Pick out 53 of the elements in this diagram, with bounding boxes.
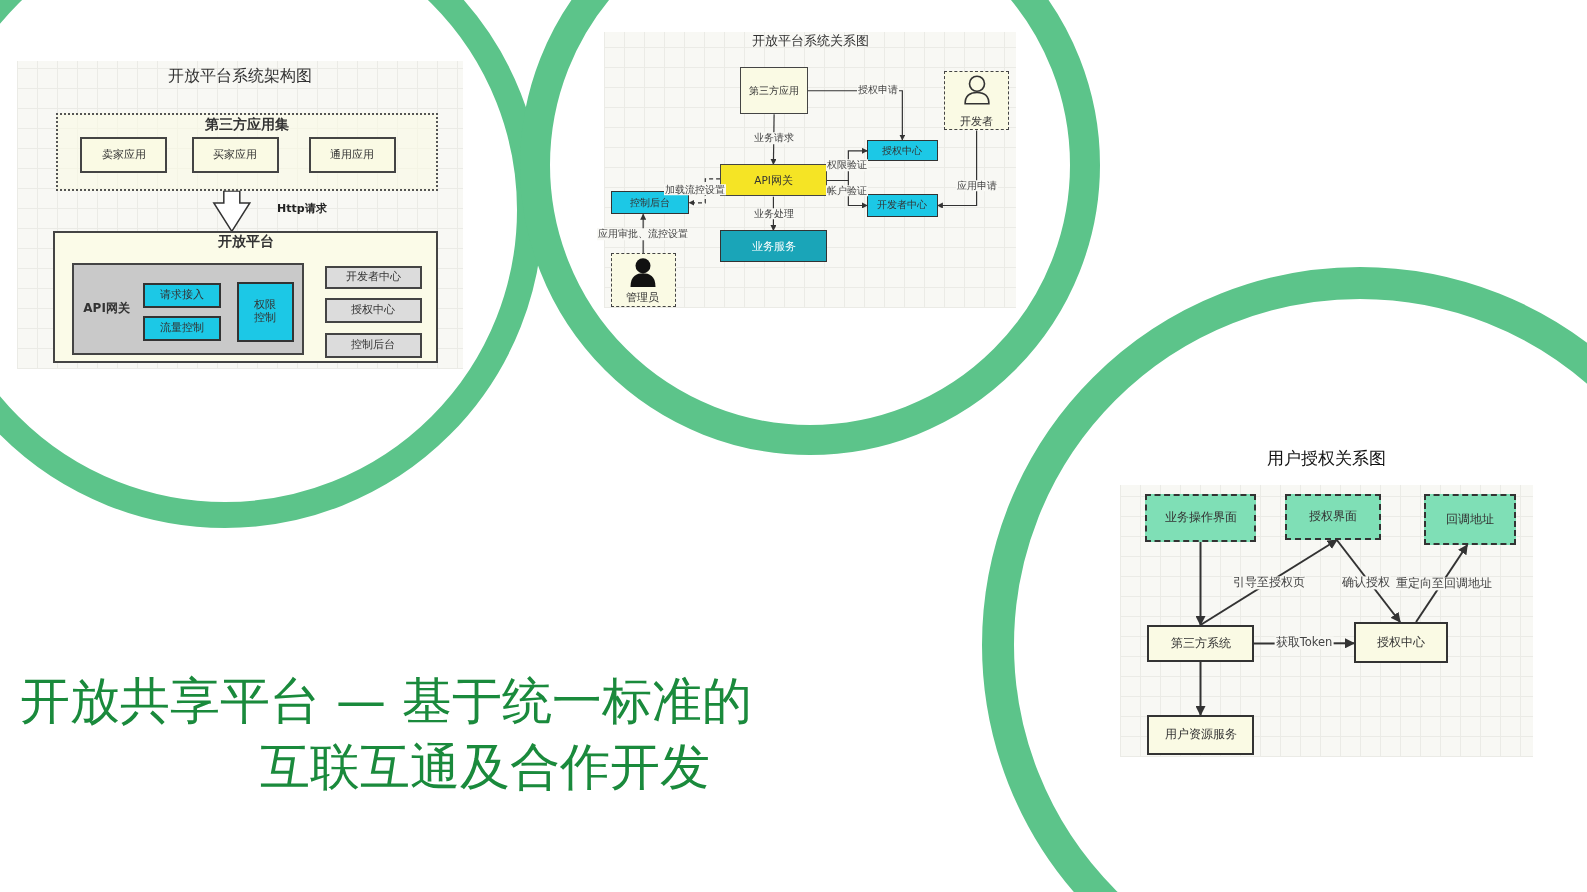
system-box: 第三方系统 [1147,625,1254,662]
edge-label: 重定向至回调地址 [1395,577,1493,591]
system-box: 授权中心 [1354,622,1448,663]
edge-label: 加载流控设置 [663,183,726,196]
group-heading: 第三方应用集 [204,115,291,133]
panel-heading: 开放平台系统关系图 [750,33,870,49]
role-label: 管理员 [625,292,661,305]
dashed-arrow [688,177,721,206]
edge-label: 获取Token [1274,636,1334,650]
edge-label: 帐户验证 [826,185,869,197]
system-box: 用户资源服务 [1147,715,1254,755]
service-box: 业务服务 [720,230,827,263]
module-box: 流量控制 [143,315,222,341]
arrow [1415,544,1469,623]
service-box: 授权中心 [324,298,423,323]
edge-label: 授权申请 [857,83,900,96]
arrow [937,129,978,209]
service-box: 授权中心 [867,139,938,162]
service-box: 开发者中心 [867,193,938,217]
block-arrow [212,190,252,233]
slide-title: 开放共享平台 — 基于统一标准的互联互通及合作开发 [20,671,753,798]
edge-label: 应用申请 [955,179,998,192]
service-box: 开发者中心 [324,265,423,290]
arrow [1195,661,1206,716]
gateway-box [72,263,304,356]
dashed-box: 业务操作界面 [1145,494,1256,542]
edge-label: 确认授权 [1341,576,1391,590]
gateway-label: API网关 [83,302,130,316]
dotted-group-box [56,112,439,191]
app-box: 通用应用 [308,137,397,174]
edge-label: 业务请求 [753,132,796,144]
role-label: 开发者 [958,115,994,129]
panel-heading: 开放平台系统架构图 [167,66,313,86]
edge-label: 应用审批、流控设置 [597,228,690,240]
edge-label: 业务处理 [753,208,796,220]
dashed-box: 回调地址 [1424,494,1516,545]
module-box: 权限控制 [236,282,294,342]
app-box: 第三方应用 [740,66,808,114]
app-box: 卖家应用 [80,137,168,174]
edge-label: 引导至授权页 [1232,576,1306,590]
panel-heading: 用户授权关系图 [1266,449,1387,469]
arrow [1195,541,1206,626]
app-box: 买家应用 [191,137,280,174]
edge-label: Http请求 [275,202,328,216]
platform-box [53,231,439,363]
service-box: 控制后台 [324,333,423,358]
module-box: 请求接入 [143,283,222,308]
admin-box [610,253,676,307]
diagram-panel [17,60,463,370]
group-heading: 开放平台 [216,233,275,250]
developer-box [944,70,1010,131]
dashed-box: 授权界面 [1285,494,1381,540]
edge-label: 权限验证 [826,159,869,171]
